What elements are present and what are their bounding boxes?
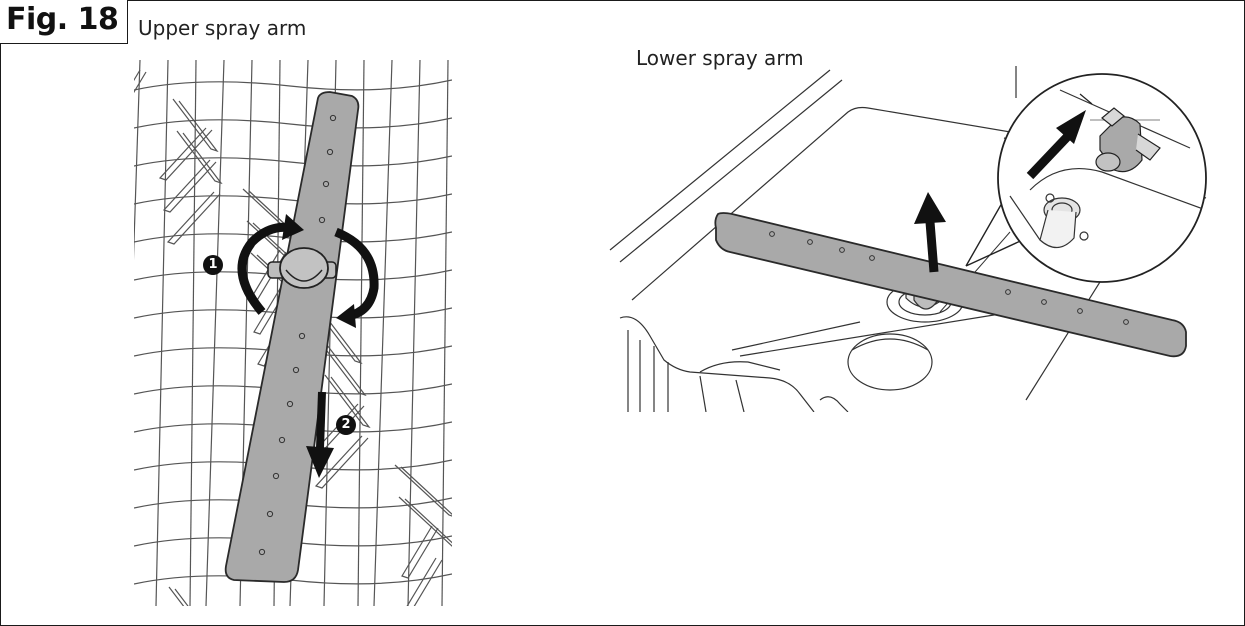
rack-wire-vertical bbox=[357, 60, 365, 606]
nozzle-hole bbox=[286, 400, 294, 408]
rack-wire-vertical bbox=[205, 60, 225, 606]
figure-label-box: Fig. 18 bbox=[0, 0, 128, 44]
lower-spray-arm bbox=[714, 212, 1187, 358]
rack-tine bbox=[316, 310, 363, 365]
rack-tine bbox=[398, 496, 452, 547]
rack-wire-vertical bbox=[373, 60, 393, 606]
step-1-marker: 1 bbox=[203, 255, 223, 275]
figure-label: Fig. 18 bbox=[6, 2, 119, 37]
nozzle-hole bbox=[292, 366, 300, 374]
rack-wire-horizontal bbox=[134, 155, 452, 167]
rack-wire-horizontal bbox=[134, 79, 452, 91]
zoom-callout bbox=[965, 73, 1207, 283]
rack-wire-vertical bbox=[441, 60, 449, 606]
nozzle-hole bbox=[278, 436, 286, 444]
nozzle-hole bbox=[298, 332, 306, 340]
lift-up-arrow bbox=[914, 192, 946, 273]
rack-tine bbox=[314, 435, 369, 489]
rack-tine bbox=[166, 191, 221, 245]
rack-wire-vertical bbox=[134, 60, 141, 261]
nozzle-hole bbox=[869, 255, 875, 261]
nozzle-hole bbox=[272, 472, 280, 480]
rack-tine bbox=[401, 525, 439, 579]
rack-tine bbox=[324, 374, 371, 429]
upper-spray-arm-caption: Upper spray arm bbox=[138, 16, 307, 40]
rack-wire-vertical bbox=[155, 60, 169, 606]
rack-tine bbox=[158, 127, 213, 181]
nozzle-hole bbox=[326, 148, 334, 156]
down-arrowhead-icon bbox=[306, 446, 334, 478]
nozzle-hole bbox=[839, 247, 845, 253]
nozzle-hole bbox=[1041, 299, 1047, 305]
nozzle-hole bbox=[318, 216, 326, 224]
rack-wire-horizontal bbox=[134, 193, 452, 205]
rack-tine bbox=[320, 342, 367, 397]
nozzle-hole bbox=[807, 239, 813, 245]
nozzle-hole bbox=[1123, 319, 1129, 325]
up-arrowhead-icon bbox=[914, 192, 946, 224]
rotate-arrowhead-right-icon bbox=[336, 304, 356, 328]
nozzle-hole bbox=[1077, 308, 1083, 314]
zoom-arrowhead-icon bbox=[1056, 110, 1086, 144]
nozzle-hole bbox=[769, 231, 775, 237]
lower-spray-arm-nozzles bbox=[769, 231, 1129, 325]
rack-tine bbox=[394, 464, 452, 517]
rack-tine bbox=[162, 159, 217, 213]
spray-arm-hub bbox=[267, 247, 337, 289]
nozzle-hole bbox=[322, 180, 330, 188]
rack-wire-vertical bbox=[189, 60, 197, 606]
rotate-arrowhead-left-icon bbox=[282, 214, 304, 240]
pull-down-arrow bbox=[306, 391, 334, 478]
step-2-marker: 2 bbox=[336, 415, 356, 435]
nozzle-hole bbox=[329, 114, 337, 122]
nozzle-hole bbox=[1005, 289, 1011, 295]
rack-tine bbox=[172, 98, 219, 153]
rack-tine bbox=[253, 281, 291, 335]
nozzle-hole bbox=[258, 548, 266, 556]
lower-spray-arm-caption: Lower spray arm bbox=[636, 46, 804, 70]
rack-wire-horizontal bbox=[134, 117, 452, 129]
nozzle-hole bbox=[266, 510, 274, 518]
rotate-arrows bbox=[237, 214, 379, 328]
upper-spray-arm-nozzles bbox=[258, 114, 337, 556]
rack-wire-vertical bbox=[407, 60, 421, 606]
rack-tine bbox=[134, 69, 147, 94]
rack-tine bbox=[406, 557, 443, 606]
upper-spray-arm bbox=[224, 91, 360, 583]
rack-tine bbox=[176, 130, 223, 185]
